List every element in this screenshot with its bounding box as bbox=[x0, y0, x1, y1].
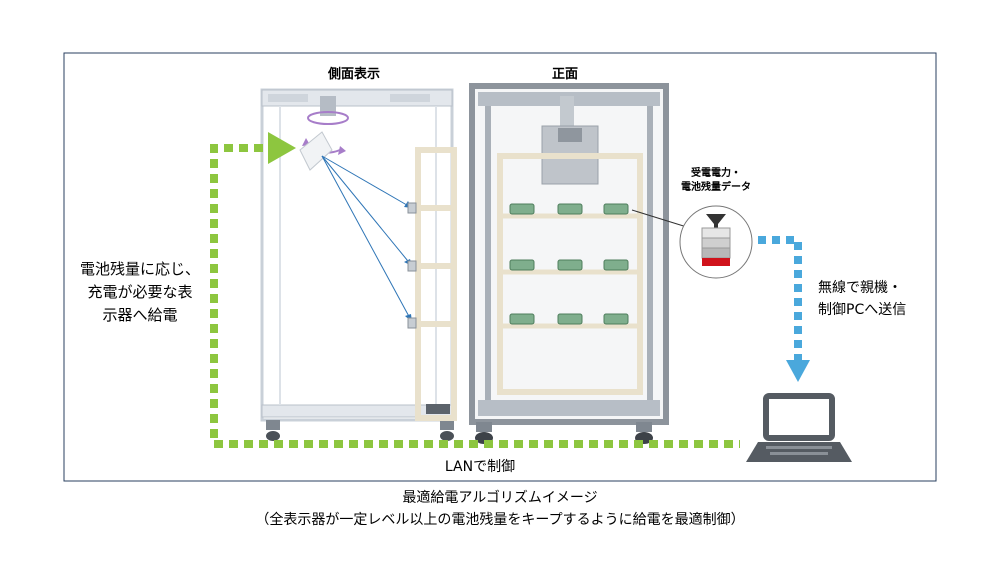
sensor-leader-line bbox=[631, 209, 691, 229]
power-beam bbox=[321, 155, 413, 209]
laptop-icon bbox=[746, 393, 852, 462]
caption-title: 最適給電アルゴリズムイメージ bbox=[402, 489, 597, 506]
display-unit bbox=[603, 313, 629, 325]
display-units bbox=[509, 203, 629, 325]
transmitter-mount bbox=[320, 96, 336, 116]
display-shelf-side bbox=[407, 147, 457, 421]
caption-subtitle: （全表示器が一定レベル以上の電池残量をキープするように給電を最適制御） bbox=[255, 511, 744, 528]
wireless-label-line1: 無線で親機・ bbox=[818, 280, 902, 296]
power-beam bbox=[321, 155, 413, 267]
display-unit bbox=[557, 259, 583, 271]
receiver-icon bbox=[706, 214, 726, 228]
side-wheel-left bbox=[266, 420, 280, 441]
display-unit bbox=[557, 203, 583, 215]
display-unit bbox=[603, 203, 629, 215]
power-beam bbox=[321, 155, 413, 323]
power-callout-line3: 示器へ給電 bbox=[102, 306, 177, 324]
side-view-title: 側面表示 bbox=[327, 66, 380, 82]
display-unit bbox=[557, 313, 583, 325]
front-view-title: 正面 bbox=[552, 67, 578, 82]
display-unit bbox=[509, 313, 535, 325]
lan-control-label: LANで制御 bbox=[445, 459, 515, 475]
power-callout-line1: 電池残量に応じ、 bbox=[80, 260, 200, 278]
wireless-label-line2: 制御PCへ送信 bbox=[818, 302, 906, 318]
side-view-cabinet bbox=[260, 88, 457, 441]
front-view-cabinet bbox=[469, 83, 669, 444]
power-callout-line2: 充電が必要な表 bbox=[87, 283, 192, 301]
display-shelf-front bbox=[497, 153, 643, 395]
display-unit bbox=[509, 259, 535, 271]
lan-control-path bbox=[210, 144, 740, 448]
display-unit bbox=[509, 203, 535, 215]
sensor-data-label-line1: 受電電力・ bbox=[691, 166, 741, 179]
side-wheel-right bbox=[440, 420, 454, 441]
wireless-path bbox=[758, 236, 802, 360]
rotation-arrow-icon bbox=[307, 111, 349, 125]
wireless-sensor-icon bbox=[679, 205, 753, 279]
down-arrow-icon bbox=[786, 360, 810, 382]
front-transmitter-mount bbox=[560, 96, 574, 126]
power-transmitter-panel bbox=[299, 131, 333, 171]
power-arrow-icon bbox=[268, 132, 296, 164]
outer-frame bbox=[63, 52, 937, 482]
display-unit bbox=[603, 259, 629, 271]
sensor-data-label-line2: 電池残量データ bbox=[681, 180, 751, 193]
